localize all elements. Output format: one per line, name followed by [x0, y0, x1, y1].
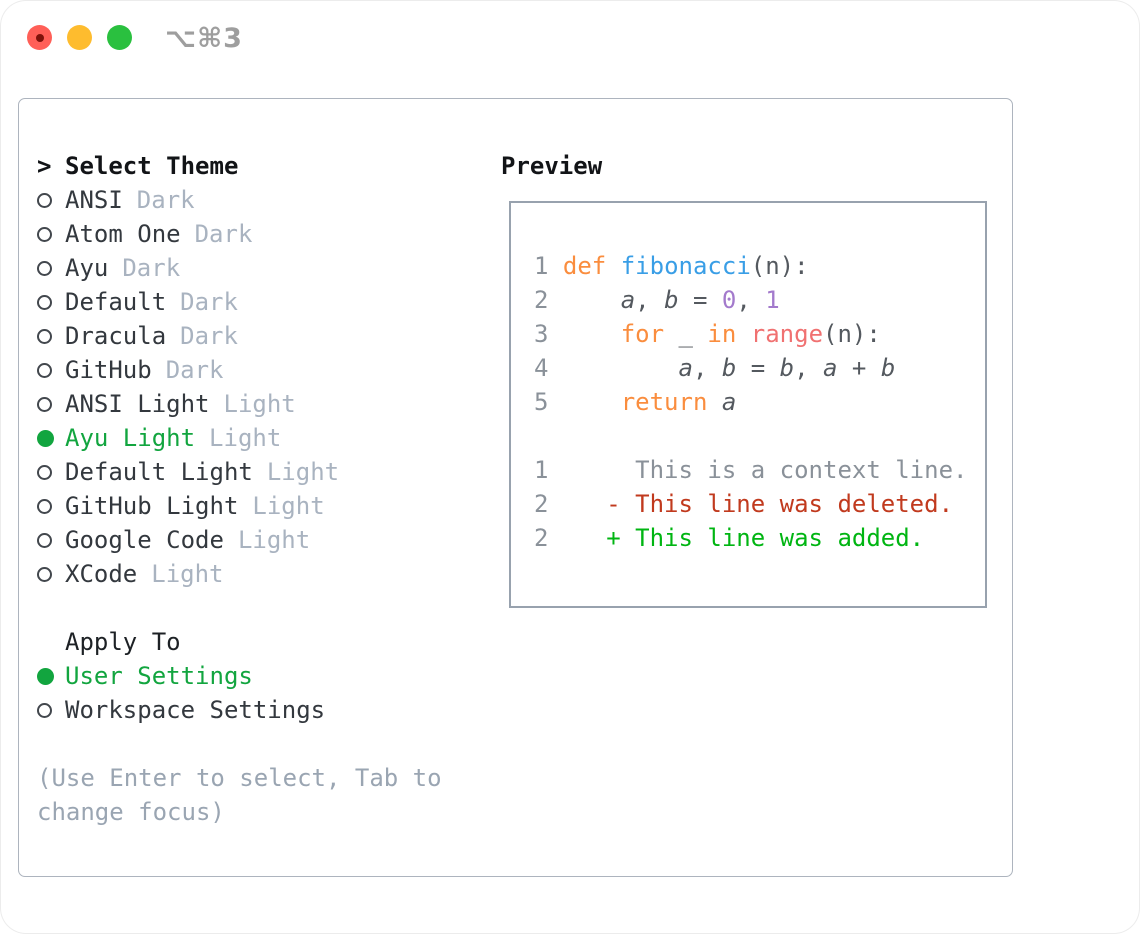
- theme-name: Atom One: [65, 220, 181, 248]
- preview-box: 1 def fibonacci(n): 2 a, b = 0, 1 3 for _ …: [509, 201, 987, 608]
- code-line: 2 + This line was added.: [534, 524, 925, 552]
- preview-pane: Preview 1 def fibonacci(n): 2 a, b = 0, 1…: [501, 149, 987, 608]
- theme-name: GitHub: [65, 356, 152, 384]
- titlebar: ⌥⌘3: [0, 0, 1140, 76]
- code-line: 3 for _ in range(n):: [534, 320, 881, 348]
- theme-option[interactable]: Ayu Light Light: [37, 421, 487, 455]
- code-line: [534, 419, 985, 453]
- theme-name: Default Light: [65, 458, 253, 486]
- radio-unselected-icon[interactable]: [37, 226, 52, 242]
- radio-unselected-icon[interactable]: [37, 396, 52, 412]
- theme-variant-badge: Dark: [180, 322, 238, 350]
- window-title: ⌥⌘3: [165, 23, 243, 54]
- radio-unselected-icon[interactable]: [37, 260, 52, 276]
- theme-option[interactable]: Atom One Dark: [37, 217, 487, 251]
- theme-option[interactable]: ANSI Dark: [37, 183, 487, 217]
- apply-option-label: User Settings: [65, 662, 253, 690]
- theme-name: ANSI: [65, 186, 123, 214]
- radio-selected-icon[interactable]: [37, 429, 54, 447]
- radio-unselected-icon[interactable]: [37, 702, 52, 718]
- theme-name: Ayu: [65, 254, 109, 282]
- radio-unselected-icon[interactable]: [37, 328, 52, 344]
- theme-variant-badge: Light: [266, 458, 340, 486]
- theme-name: Google Code: [65, 526, 224, 554]
- theme-option[interactable]: GitHub Light Light: [37, 489, 487, 523]
- code-preview: 1 def fibonacci(n): 2 a, b = 0, 1 3 for _ …: [511, 203, 985, 555]
- theme-option[interactable]: ANSI Light Light: [37, 387, 487, 421]
- traffic-lights: [27, 25, 132, 50]
- apply-option-label: Workspace Settings: [65, 696, 326, 724]
- radio-unselected-icon[interactable]: [37, 498, 52, 514]
- theme-name: XCode: [65, 560, 138, 588]
- theme-variant-badge: Dark: [194, 220, 253, 248]
- radio-selected-icon[interactable]: [37, 667, 54, 685]
- theme-name: Ayu Light: [65, 424, 196, 452]
- keyboard-hint: (Use Enter to select, Tab to change focu…: [37, 764, 442, 826]
- radio-unselected-icon[interactable]: [37, 192, 52, 208]
- theme-name: Dracula: [65, 322, 167, 350]
- minimize-button[interactable]: [67, 25, 92, 50]
- theme-variant-badge: Light: [252, 492, 325, 520]
- theme-variant-badge: Dark: [136, 186, 195, 214]
- close-dot-icon: [35, 33, 44, 42]
- theme-picker-header: > Select Theme: [37, 149, 487, 183]
- spacer: [37, 591, 487, 625]
- code-line: 4 a, b = b, a + b: [534, 354, 896, 382]
- theme-variant-badge: Dark: [165, 356, 224, 384]
- theme-option[interactable]: XCode Light: [37, 557, 487, 591]
- preview-header: Preview: [501, 149, 987, 183]
- apply-option[interactable]: User Settings: [37, 659, 487, 693]
- zoom-button[interactable]: [107, 25, 132, 50]
- theme-option[interactable]: Dracula Dark: [37, 319, 487, 353]
- theme-variant-badge: Light: [237, 526, 311, 554]
- preview-heading: Preview: [501, 152, 603, 180]
- close-button[interactable]: [27, 25, 52, 50]
- theme-option[interactable]: Google Code Light: [37, 523, 487, 557]
- theme-variant-badge: Dark: [180, 288, 238, 316]
- theme-option[interactable]: GitHub Dark: [37, 353, 487, 387]
- code-line: 5 return a: [534, 388, 737, 416]
- theme-option[interactable]: Default Light Light: [37, 455, 487, 489]
- code-line: 1 This is a context line.: [534, 456, 968, 484]
- code-line: 2 a, b = 0, 1: [534, 286, 780, 314]
- apply-option[interactable]: Workspace Settings: [37, 693, 487, 727]
- code-line: 1 def fibonacci(n):: [534, 252, 809, 280]
- theme-variant-badge: Light: [223, 390, 296, 418]
- theme-variant-badge: Dark: [122, 254, 181, 282]
- radio-unselected-icon[interactable]: [37, 566, 52, 582]
- theme-option[interactable]: Ayu Dark: [37, 251, 487, 285]
- apply-to-header: Apply To: [37, 625, 487, 659]
- theme-name: ANSI Light: [65, 390, 210, 418]
- theme-variant-badge: Light: [151, 560, 224, 588]
- radio-unselected-icon[interactable]: [37, 464, 52, 480]
- radio-unselected-icon[interactable]: [37, 532, 52, 548]
- radio-unselected-icon[interactable]: [37, 362, 52, 378]
- radio-unselected-icon[interactable]: [37, 294, 52, 310]
- theme-name: Default: [65, 288, 167, 316]
- selection-prompt-icon: >: [37, 152, 52, 180]
- theme-picker-heading: Select Theme: [65, 152, 239, 180]
- apply-to-heading: Apply To: [65, 628, 181, 656]
- theme-option[interactable]: Default Dark: [37, 285, 487, 319]
- theme-variant-badge: Light: [209, 424, 282, 452]
- theme-name: GitHub Light: [65, 492, 239, 520]
- code-line: 2 - This line was deleted.: [534, 490, 954, 518]
